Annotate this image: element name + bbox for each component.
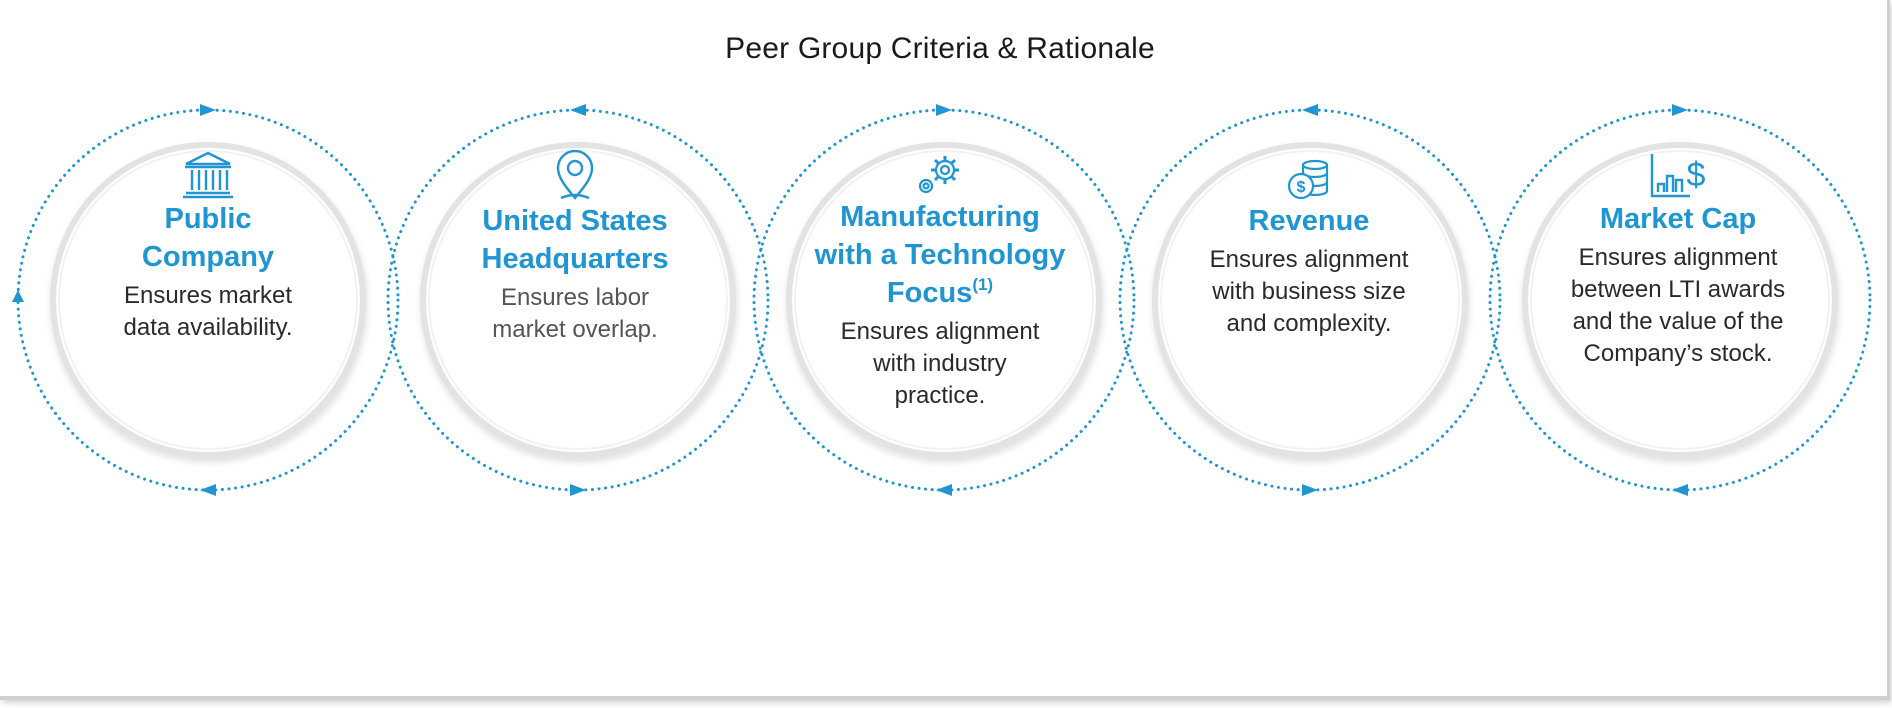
criterion-description: Ensures market data availability. (123, 282, 293, 341)
ring-arrow-bottom (936, 484, 952, 496)
criterion-circle-inner (794, 150, 1094, 450)
criterion-manufacturing-technology: Manufacturing with a Technology Focus(1)… (780, 152, 1100, 412)
chart-dollar-icon: $ (1650, 154, 1706, 198)
criterion-description: Ensures labor market overlap. (492, 284, 658, 343)
criterion-heading: Revenue (1248, 205, 1370, 237)
criterion-public-company: Public Company Ensures market data avail… (48, 150, 368, 344)
criterion-heading: United States Headquarters (481, 205, 669, 275)
criterion-heading: Public Company (141, 203, 275, 273)
gears-icon (918, 156, 959, 194)
diagram-title: Peer Group Criteria & Rationale (725, 32, 1155, 65)
ring-arrow-bottom (200, 484, 216, 496)
map-pin-icon (556, 149, 594, 200)
footnote-marker: (1) (972, 275, 994, 294)
criterion-description: Ensures alignment with industry practice… (840, 318, 1040, 409)
ring-arrow-top (936, 104, 952, 116)
ring-arrow-bottom (1672, 484, 1688, 496)
svg-text:$: $ (1687, 156, 1706, 194)
criterion-market-cap: $ Market Cap Ensures alignment between L… (1518, 150, 1838, 370)
bank-building-icon (183, 151, 233, 199)
ring-arrow-bottom (570, 484, 586, 496)
svg-text:$: $ (1297, 179, 1306, 196)
criterion-description: Ensures alignment between LTI awards and… (1570, 244, 1786, 367)
ring-arrow-left (12, 290, 24, 302)
criterion-heading: Market Cap (1599, 203, 1757, 235)
ring-arrow-top (1672, 104, 1688, 116)
criterion-us-headquarters: United States Headquarters Ensures labor… (415, 148, 735, 346)
ring-arrow-bottom (1302, 484, 1318, 496)
criterion-circle-inner (58, 150, 358, 450)
criterion-revenue: $ Revenue Ensures alignment with busines… (1149, 158, 1469, 340)
criterion-circle-inner (1530, 150, 1830, 450)
ring-arrow-top (570, 104, 586, 116)
criterion-circle-inner (1160, 150, 1460, 450)
ring-arrow-top (200, 104, 216, 116)
ring-arrow-top (1302, 104, 1318, 116)
criterion-heading: Manufacturing with a Technology Focus(1) (814, 201, 1066, 309)
criterion-description: Ensures alignment with business size and… (1209, 246, 1409, 337)
coins-dollar-icon: $ (1287, 159, 1329, 200)
